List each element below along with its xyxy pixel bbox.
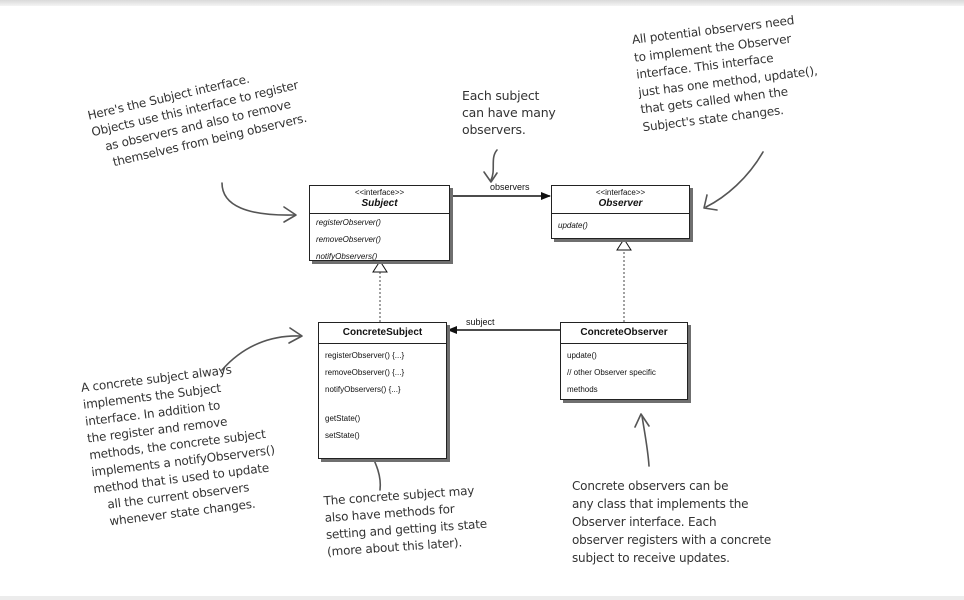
subject-edge-label: subject <box>466 317 495 327</box>
observer-methods: update() <box>552 214 689 237</box>
note-line: any class that implements the <box>572 497 749 511</box>
subject-method: registerObserver() <box>316 218 381 227</box>
concrete-subject-method: setState() <box>325 431 360 440</box>
concrete-observer-method: update() <box>567 351 597 360</box>
subject-name: Subject <box>361 198 398 209</box>
observer-realization-triangle <box>616 238 632 251</box>
note-line: can have many <box>462 105 556 120</box>
concrete-subject-header: ConcreteSubject <box>319 323 446 344</box>
observer-interface-box: <<interface>> Observer update() <box>551 185 690 239</box>
subject-header: <<interface>> Subject <box>310 186 449 214</box>
concrete-subject-name: ConcreteSubject <box>342 327 423 338</box>
concrete-observer-methods: update() // other Observer specific meth… <box>561 344 687 401</box>
subject-method: removeObserver() <box>316 235 381 244</box>
note-line: subject to receive updates. <box>572 551 730 565</box>
concrete-observer-method: methods <box>567 385 598 394</box>
method-spacer <box>325 398 440 410</box>
pen-arrow-subject-note <box>221 182 295 216</box>
concrete-observer-header: ConcreteObserver <box>561 323 687 344</box>
subject-method: notifyObservers() <box>316 252 378 261</box>
pen-arrow-many-observers <box>490 149 498 181</box>
note-line: Concrete observers can be <box>572 479 729 493</box>
concrete-observer-name: ConcreteObserver <box>580 327 668 338</box>
note-concrete-observers: Concrete observers can be any class that… <box>572 477 771 567</box>
concrete-subject-method: notifyObservers() {...} <box>325 385 401 394</box>
note-line: Observer interface. Each <box>572 515 717 529</box>
observers-edge-label: observers <box>490 182 530 192</box>
observer-name: Observer <box>598 198 643 209</box>
observer-header: <<interface>> Observer <box>552 186 689 214</box>
note-get-set-state: The concrete subject may also have metho… <box>323 482 489 561</box>
concrete-subject-method: getState() <box>325 414 361 423</box>
top-border <box>0 0 964 6</box>
pen-arrow-concrete-subject-note <box>221 335 301 371</box>
concrete-subject-method: removeObserver() {...} <box>325 368 405 377</box>
observer-method: update() <box>558 221 588 230</box>
concrete-subject-methods: registerObserver() {...} removeObserver(… <box>319 344 446 447</box>
subject-interface-box: <<interface>> Subject registerObserver()… <box>309 185 450 261</box>
note-line: observers. <box>462 122 526 137</box>
subject-methods: registerObserver() removeObserver() noti… <box>310 214 449 265</box>
concrete-subject-box: ConcreteSubject registerObserver() {...}… <box>318 322 447 459</box>
note-line: Each subject <box>462 88 540 103</box>
observer-stereotype: <<interface>> <box>595 188 646 197</box>
note-concrete-subject: A concrete subject always implements the… <box>80 357 282 531</box>
subject-stereotype: <<interface>> <box>354 188 405 197</box>
concrete-observer-method: // other Observer specific <box>567 368 656 377</box>
concrete-subject-method: registerObserver() {...} <box>325 351 405 360</box>
subject-realization-triangle <box>372 260 388 273</box>
pen-arrow-concrete-observers-note <box>641 415 650 467</box>
note-many-observers: Each subject can have many observers. <box>462 87 556 138</box>
concrete-observer-box: ConcreteObserver update() // other Obser… <box>560 322 688 400</box>
bottom-border <box>0 596 964 600</box>
pen-arrow-observer-note <box>705 151 764 208</box>
note-observer-interface: All potential observers need to implemen… <box>631 10 823 136</box>
note-line: observer registers with a concrete <box>572 533 772 547</box>
